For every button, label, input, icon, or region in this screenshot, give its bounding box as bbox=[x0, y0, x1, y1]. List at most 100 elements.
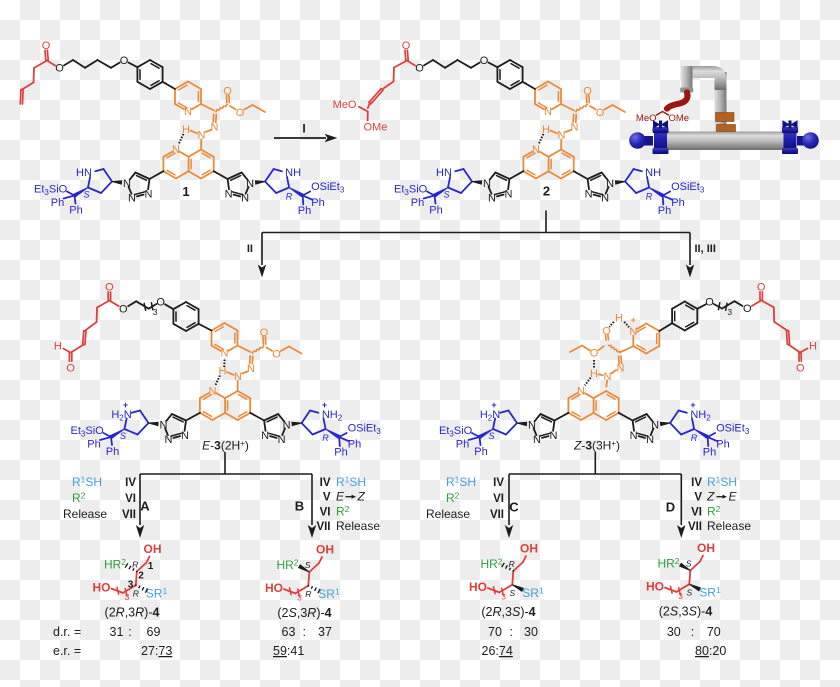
svg-text:HO: HO bbox=[469, 580, 487, 594]
svg-text:OSiEt3: OSiEt3 bbox=[671, 181, 705, 195]
svg-text:HO: HO bbox=[265, 581, 283, 595]
svg-text:Ph: Ph bbox=[106, 446, 119, 458]
svg-text:d.r. =: d.r. = bbox=[53, 625, 81, 639]
svg-text:N: N bbox=[646, 434, 654, 446]
svg-text:R1SH: R1SH bbox=[336, 475, 366, 490]
svg-text:OMe: OMe bbox=[364, 121, 388, 133]
svg-text:H: H bbox=[809, 340, 817, 352]
svg-text:C: C bbox=[509, 500, 519, 515]
svg-text::: : bbox=[302, 625, 305, 639]
svg-text:3: 3 bbox=[128, 580, 134, 591]
svg-text:3: 3 bbox=[727, 307, 732, 317]
svg-text:O: O bbox=[156, 296, 165, 308]
svg-text:27:73: 27:73 bbox=[141, 644, 172, 658]
svg-text:Ph: Ph bbox=[474, 446, 487, 458]
svg-text:VI: VI bbox=[691, 507, 702, 519]
svg-text:Ph: Ph bbox=[703, 446, 716, 458]
svg-text:N: N bbox=[577, 386, 585, 398]
svg-text:VII: VII bbox=[122, 509, 136, 521]
svg-text::: : bbox=[510, 625, 513, 639]
svg-text:Release: Release bbox=[707, 519, 751, 533]
svg-text:O: O bbox=[743, 303, 752, 315]
svg-text:Et3SiO: Et3SiO bbox=[439, 425, 473, 439]
svg-text:Release: Release bbox=[426, 507, 470, 521]
svg-text:N: N bbox=[211, 121, 219, 133]
svg-text:+: + bbox=[690, 400, 695, 410]
svg-text:N: N bbox=[533, 434, 541, 446]
svg-text:N: N bbox=[629, 326, 637, 338]
svg-text:H: H bbox=[590, 368, 598, 380]
svg-text:30: 30 bbox=[667, 625, 681, 639]
svg-text:N: N bbox=[606, 178, 614, 190]
svg-text:Ph: Ph bbox=[671, 197, 684, 209]
svg-text:OH: OH bbox=[144, 542, 162, 556]
svg-text:N: N bbox=[123, 178, 131, 190]
svg-text:H2N: H2N bbox=[480, 409, 500, 423]
svg-text:Ph: Ph bbox=[87, 439, 100, 451]
svg-text:Z: Z bbox=[706, 490, 715, 504]
svg-text:O: O bbox=[415, 63, 424, 75]
svg-text:A: A bbox=[140, 499, 150, 514]
svg-text:N: N bbox=[630, 430, 638, 442]
svg-text:Ph: Ph bbox=[69, 204, 82, 216]
svg-text:R: R bbox=[646, 192, 653, 202]
svg-text:+: + bbox=[123, 400, 128, 410]
svg-text:N: N bbox=[278, 434, 286, 446]
svg-text:N: N bbox=[184, 106, 192, 118]
svg-text:OH: OH bbox=[520, 542, 538, 556]
svg-text:Ph: Ph bbox=[348, 438, 361, 450]
svg-text:II: II bbox=[247, 243, 253, 255]
svg-text:OSiEt3: OSiEt3 bbox=[348, 423, 382, 437]
svg-text:E: E bbox=[336, 490, 345, 504]
svg-text:HR2: HR2 bbox=[104, 557, 126, 572]
svg-text:O: O bbox=[119, 303, 128, 315]
svg-text:OMe: OMe bbox=[669, 113, 690, 124]
svg-text:N: N bbox=[528, 419, 536, 431]
svg-text:2: 2 bbox=[138, 571, 144, 582]
svg-text:O: O bbox=[796, 363, 805, 375]
svg-text:OSiEt3: OSiEt3 bbox=[311, 181, 345, 195]
svg-text:HR2: HR2 bbox=[480, 556, 502, 571]
svg-text:O: O bbox=[705, 296, 714, 308]
svg-text:IV: IV bbox=[125, 477, 136, 489]
svg-text:Ph: Ph bbox=[456, 439, 469, 451]
svg-text:e.r. =: e.r. = bbox=[53, 644, 81, 658]
svg-text:N: N bbox=[283, 419, 291, 431]
svg-text:O: O bbox=[55, 63, 64, 75]
svg-text:S: S bbox=[443, 190, 449, 200]
svg-text:70: 70 bbox=[707, 625, 721, 639]
svg-text:H2N: H2N bbox=[111, 409, 131, 423]
svg-text:80:20: 80:20 bbox=[695, 644, 726, 658]
svg-text:E-3(2H+): E-3(2H+) bbox=[202, 439, 249, 453]
svg-text:O: O bbox=[596, 107, 605, 119]
svg-text:N: N bbox=[246, 178, 254, 190]
svg-text:N: N bbox=[241, 192, 249, 204]
svg-text:OH: OH bbox=[697, 541, 715, 555]
svg-text:VI: VI bbox=[320, 507, 331, 519]
svg-text:3: 3 bbox=[125, 592, 130, 602]
svg-text:O: O bbox=[236, 107, 245, 119]
svg-text:Ph: Ph bbox=[411, 197, 424, 209]
svg-text:O: O bbox=[105, 282, 114, 294]
svg-text:I: I bbox=[302, 122, 305, 136]
svg-text:26:74: 26:74 bbox=[482, 644, 513, 658]
svg-text:S: S bbox=[509, 588, 515, 598]
svg-text:HO: HO bbox=[646, 580, 664, 594]
svg-text:N: N bbox=[544, 106, 552, 118]
svg-text:31: 31 bbox=[110, 625, 124, 639]
svg-text:VII: VII bbox=[490, 509, 504, 521]
svg-text:+: + bbox=[322, 400, 327, 410]
svg-text:N: N bbox=[617, 362, 625, 374]
svg-text:N: N bbox=[221, 348, 229, 360]
svg-text:Z-3(3H+): Z-3(3H+) bbox=[573, 439, 620, 453]
svg-text:NH: NH bbox=[285, 167, 301, 179]
svg-text:N: N bbox=[247, 363, 255, 375]
svg-text:R1SH: R1SH bbox=[72, 475, 102, 490]
svg-text:Ph: Ph bbox=[311, 197, 324, 209]
svg-text:(2R,3S)-4: (2R,3S)-4 bbox=[481, 605, 535, 619]
svg-text:N: N bbox=[165, 434, 173, 446]
svg-text:E: E bbox=[729, 490, 738, 504]
svg-text:O: O bbox=[480, 55, 489, 67]
svg-text:NH: NH bbox=[645, 167, 661, 179]
svg-text:Ph: Ph bbox=[658, 205, 671, 217]
